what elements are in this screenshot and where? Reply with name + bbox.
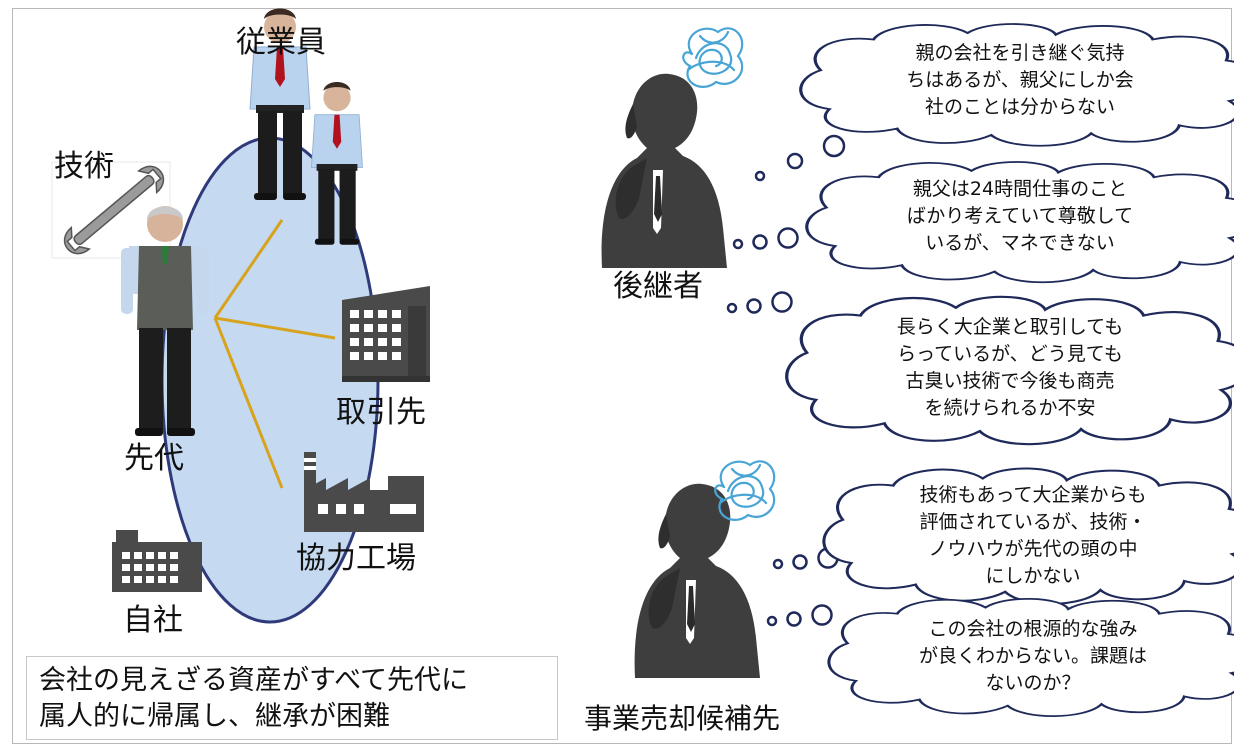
predecessor-figure <box>121 206 209 436</box>
summary-line-1: 会社の見えざる資産がすべて先代に <box>39 665 469 696</box>
business-partner-building-icon <box>342 286 430 382</box>
employees-label: 従業員 <box>236 25 326 60</box>
business-partner-label: 取引先 <box>336 395 426 430</box>
own-company-label: 自社 <box>123 603 183 638</box>
successor-thought-1: 親の会社を引き継ぐ気持 ちはあるが、親父にしか会 社のことは分からない <box>906 42 1134 118</box>
successor-label: 後継者 <box>613 269 703 304</box>
successor-silhouette <box>601 73 727 268</box>
summary-line-2: 属人的に帰属し、継承が困難 <box>39 701 390 732</box>
buyer-thought-2: この会社の根源的な強み が良くわからない。課題は ないのか？ <box>918 618 1147 694</box>
successor-thought-scribble-icon <box>682 27 744 88</box>
successor-thought-3: 長らく大企業と取引しても らっているが、どう見ても 古臭い技術で今後も商売 を続… <box>896 316 1124 419</box>
partner-factory-label: 協力工場 <box>296 541 416 576</box>
thought-dots-2 <box>732 227 799 250</box>
wrench-icon <box>51 161 171 259</box>
thought-dots-3 <box>726 291 793 314</box>
predecessor-label: 先代 <box>124 441 184 476</box>
technology-label: 技術 <box>54 149 114 184</box>
thought-dots-5 <box>766 604 833 627</box>
own-company-building-icon <box>112 530 202 592</box>
partner-factory-icon <box>304 452 424 532</box>
summary-box: 会社の見えざる資産がすべて先代に 属人的に帰属し、継承が困難 <box>26 656 558 740</box>
connector-lines <box>213 219 336 489</box>
sale-candidate-label: 事業売却候補先 <box>584 702 781 735</box>
thought-dots-1 <box>754 134 846 182</box>
buyer-thought-1: 技術もあって大企業からも 評価されているが、技術・ ノウハウが先代の頭の中 にし… <box>919 484 1147 587</box>
successor-thought-2: 親父は24時間仕事のこと ばかり考えていて尊敬して いるが、マネできない <box>906 178 1134 254</box>
sale-candidate-silhouette <box>634 483 760 678</box>
